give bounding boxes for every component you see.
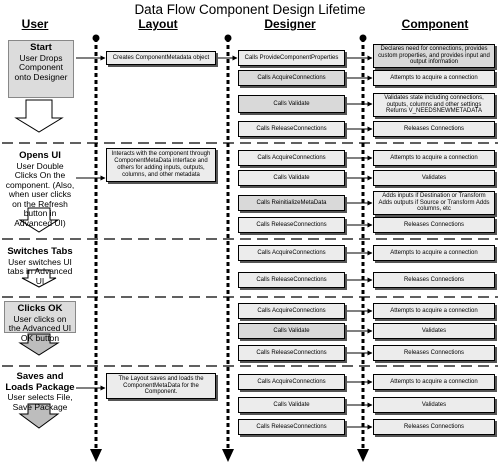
component-response-box: Attempts to acquire a connection	[373, 374, 495, 390]
component-response-box: Declares need for connections, provides …	[373, 44, 495, 68]
user-step-text: User switches UI tabs in Advanced UI	[7, 256, 73, 286]
designer-call-box: Calls ProvideComponentProperties	[238, 50, 345, 66]
lifeline-start-dot	[224, 34, 232, 42]
designer-call-box: Calls ReleaseConnections	[238, 419, 345, 435]
user-flow-arrow	[18, 403, 60, 429]
user-flow-arrow	[21, 269, 57, 288]
component-response-box: Attempts to acquire a connection	[373, 245, 495, 261]
designer-call-box: Calls Validate	[238, 397, 345, 413]
component-response-box: Releases Connections	[373, 121, 495, 137]
designer-call-box: Calls Validate	[238, 95, 345, 113]
user-flow-arrow	[18, 207, 60, 233]
component-response-box: Validates	[373, 170, 495, 186]
user-step-clicks-ok: Clicks OK User clicks on the Advanced UI…	[4, 301, 76, 342]
lifeline-end-arrow	[222, 449, 234, 462]
component-response-box: Releases Connections	[373, 217, 495, 233]
component-response-box: Releases Connections	[373, 345, 495, 361]
user-step-saves-loads: Saves and Loads Package User selects Fil…	[2, 370, 78, 411]
component-response-box: Validates state including connections, o…	[373, 93, 495, 117]
user-step-heading: Opens UI	[19, 150, 61, 161]
user-step-start: Start User Drops Component onto Designer	[8, 40, 74, 98]
component-response-box: Releases Connections	[373, 272, 495, 288]
designer-call-box: Calls ReinitializeMetaData	[238, 195, 345, 211]
designer-call-box: Calls AcquireConnections	[238, 303, 345, 319]
user-step-text: User selects File, Save Package	[7, 392, 73, 412]
user-step-heading: Start	[30, 42, 52, 53]
component-response-box: Releases Connections	[373, 419, 495, 435]
component-response-box: Adds inputs if Destination or Transform …	[373, 191, 495, 215]
component-response-box: Attempts to acquire a connection	[373, 150, 495, 166]
lifeline-start-dot	[359, 34, 367, 42]
user-step-opens-ui: Opens UI User Double Clicks On the compo…	[2, 149, 78, 227]
user-flow-arrow	[14, 99, 64, 133]
column-header-component: Component	[401, 17, 469, 31]
designer-call-box: Calls ReleaseConnections	[238, 217, 345, 233]
column-header-layout: Layout	[138, 17, 178, 31]
designer-call-box: Calls AcquireConnections	[238, 150, 345, 166]
user-step-text: User Double Clicks On the component. (Al…	[5, 160, 75, 228]
layout-box-opens-ui: Interacts with the component through Com…	[106, 148, 216, 182]
lifeline-end-arrow	[90, 449, 102, 462]
component-response-box: Attempts to acquire a connection	[373, 303, 495, 319]
column-header-user: User	[21, 17, 49, 31]
designer-call-box: Calls ReleaseConnections	[238, 121, 345, 137]
lifeline-end-arrow	[357, 449, 369, 462]
designer-call-box: Calls AcquireConnections	[238, 245, 345, 261]
user-step-switches-tabs: Switches Tabs User switches UI tabs in A…	[4, 245, 76, 285]
designer-call-box: Calls AcquireConnections	[238, 374, 345, 390]
component-response-box: Attempts to acquire a connection	[373, 70, 495, 86]
user-step-text: User clicks on the Advanced UI OK button	[8, 313, 72, 343]
designer-call-box: Calls Validate	[238, 323, 345, 339]
user-flow-arrow	[18, 333, 60, 356]
lifeline-start-dot	[92, 34, 100, 42]
user-step-heading: Saves and Loads Package	[5, 371, 75, 393]
designer-call-box: Calls ReleaseConnections	[238, 272, 345, 288]
user-step-text: User Drops Component onto Designer	[14, 52, 68, 82]
layout-box-saves-loads: The Layout saves and loads the Component…	[106, 373, 216, 399]
designer-call-box: Calls AcquireConnections	[238, 70, 345, 86]
user-step-heading: Clicks OK	[17, 303, 63, 314]
column-header-designer: Designer	[264, 17, 316, 31]
diagram-title: Data Flow Component Design Lifetime	[134, 2, 366, 17]
user-step-heading: Switches Tabs	[7, 246, 73, 257]
component-response-box: Validates	[373, 323, 495, 339]
layout-box-start: Creates ComponentMetadata object	[106, 51, 216, 65]
designer-call-box: Calls Validate	[238, 170, 345, 186]
designer-call-box: Calls ReleaseConnections	[238, 345, 345, 361]
component-response-box: Validates	[373, 397, 495, 413]
